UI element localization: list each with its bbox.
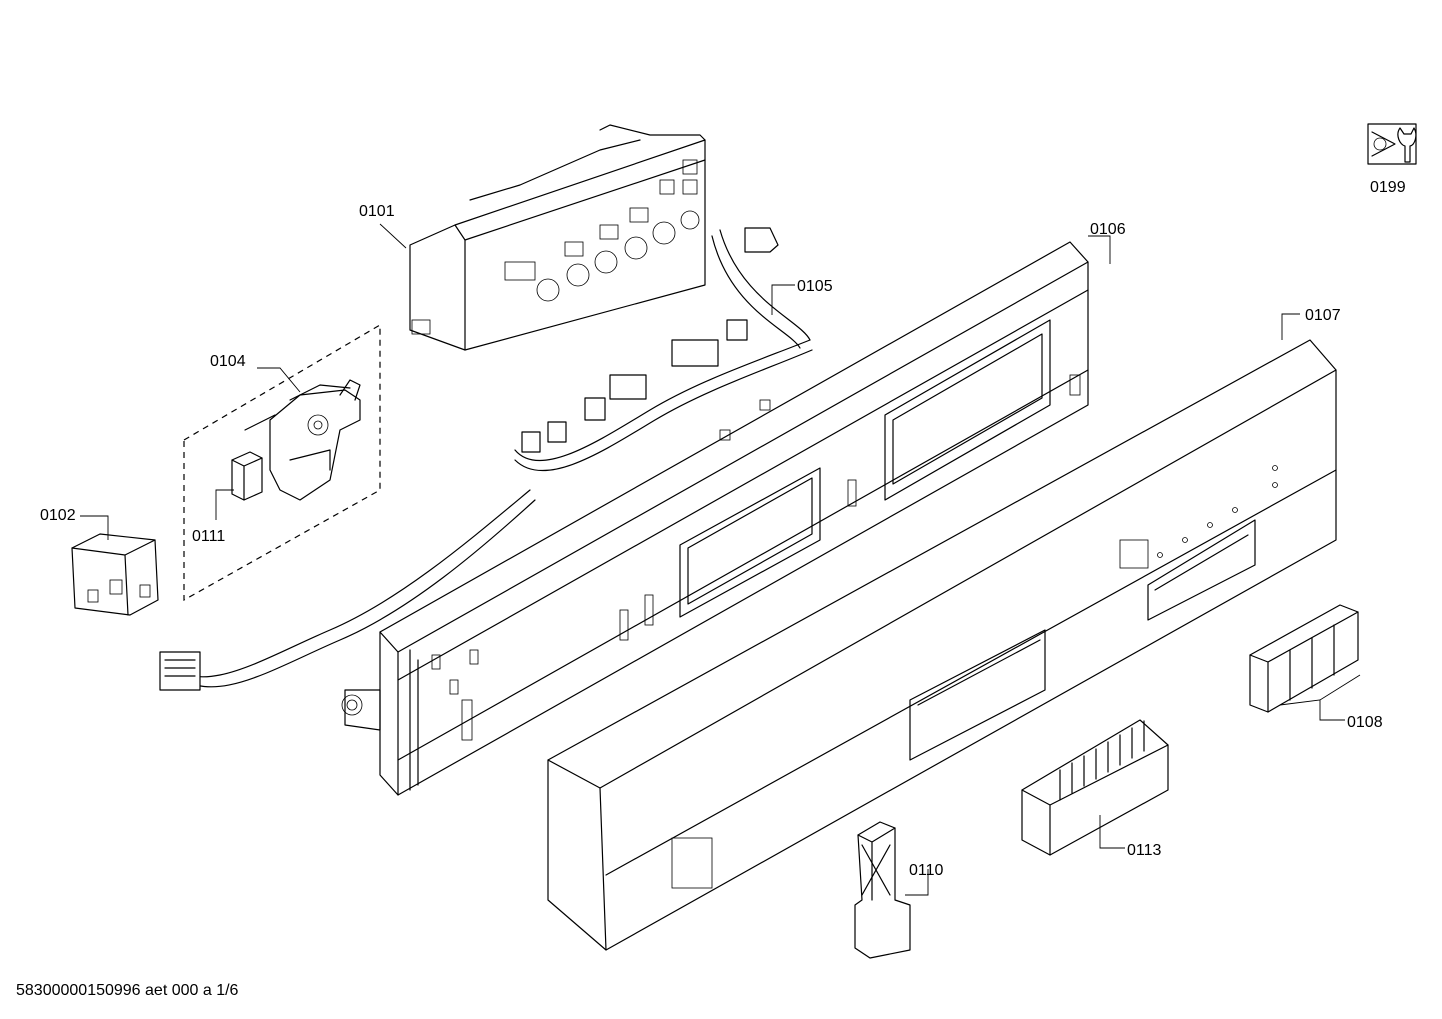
label-0113: 0113: [1127, 842, 1162, 859]
leader-lines: [80, 223, 1361, 896]
part-0110-bracket[interactable]: [854, 821, 911, 959]
label-0105: 0105: [797, 278, 833, 295]
part-0113-grille[interactable]: [1021, 719, 1169, 856]
part-0101-control-module[interactable]: [409, 124, 706, 351]
label-0104: 0104: [210, 353, 246, 370]
part-labels: 0101 0102 0104 0105 0106 0107 0108 0110 …: [40, 179, 1406, 879]
part-0105-harness[interactable]: [159, 227, 813, 691]
part-0102-relay[interactable]: [71, 533, 159, 616]
part-0106-frame[interactable]: [341, 241, 1089, 796]
label-0101: 0101: [359, 203, 395, 220]
part-0111-switch[interactable]: [231, 451, 263, 501]
part-0108-button-strip[interactable]: [1249, 604, 1359, 713]
label-0111: 0111: [192, 528, 225, 545]
label-0199: 0199: [1370, 179, 1406, 196]
label-0106: 0106: [1090, 221, 1126, 238]
part-0107-fascia[interactable]: [547, 339, 1337, 951]
drawing-number: 58300000150996 aet 000 a 1/6: [16, 982, 239, 999]
label-0102: 0102: [40, 507, 76, 524]
tool-icon: [1367, 123, 1417, 165]
part-0104-dispenser-group[interactable]: [183, 323, 381, 602]
label-0107: 0107: [1305, 307, 1341, 324]
label-0110: 0110: [909, 862, 944, 879]
label-0108: 0108: [1347, 714, 1383, 731]
